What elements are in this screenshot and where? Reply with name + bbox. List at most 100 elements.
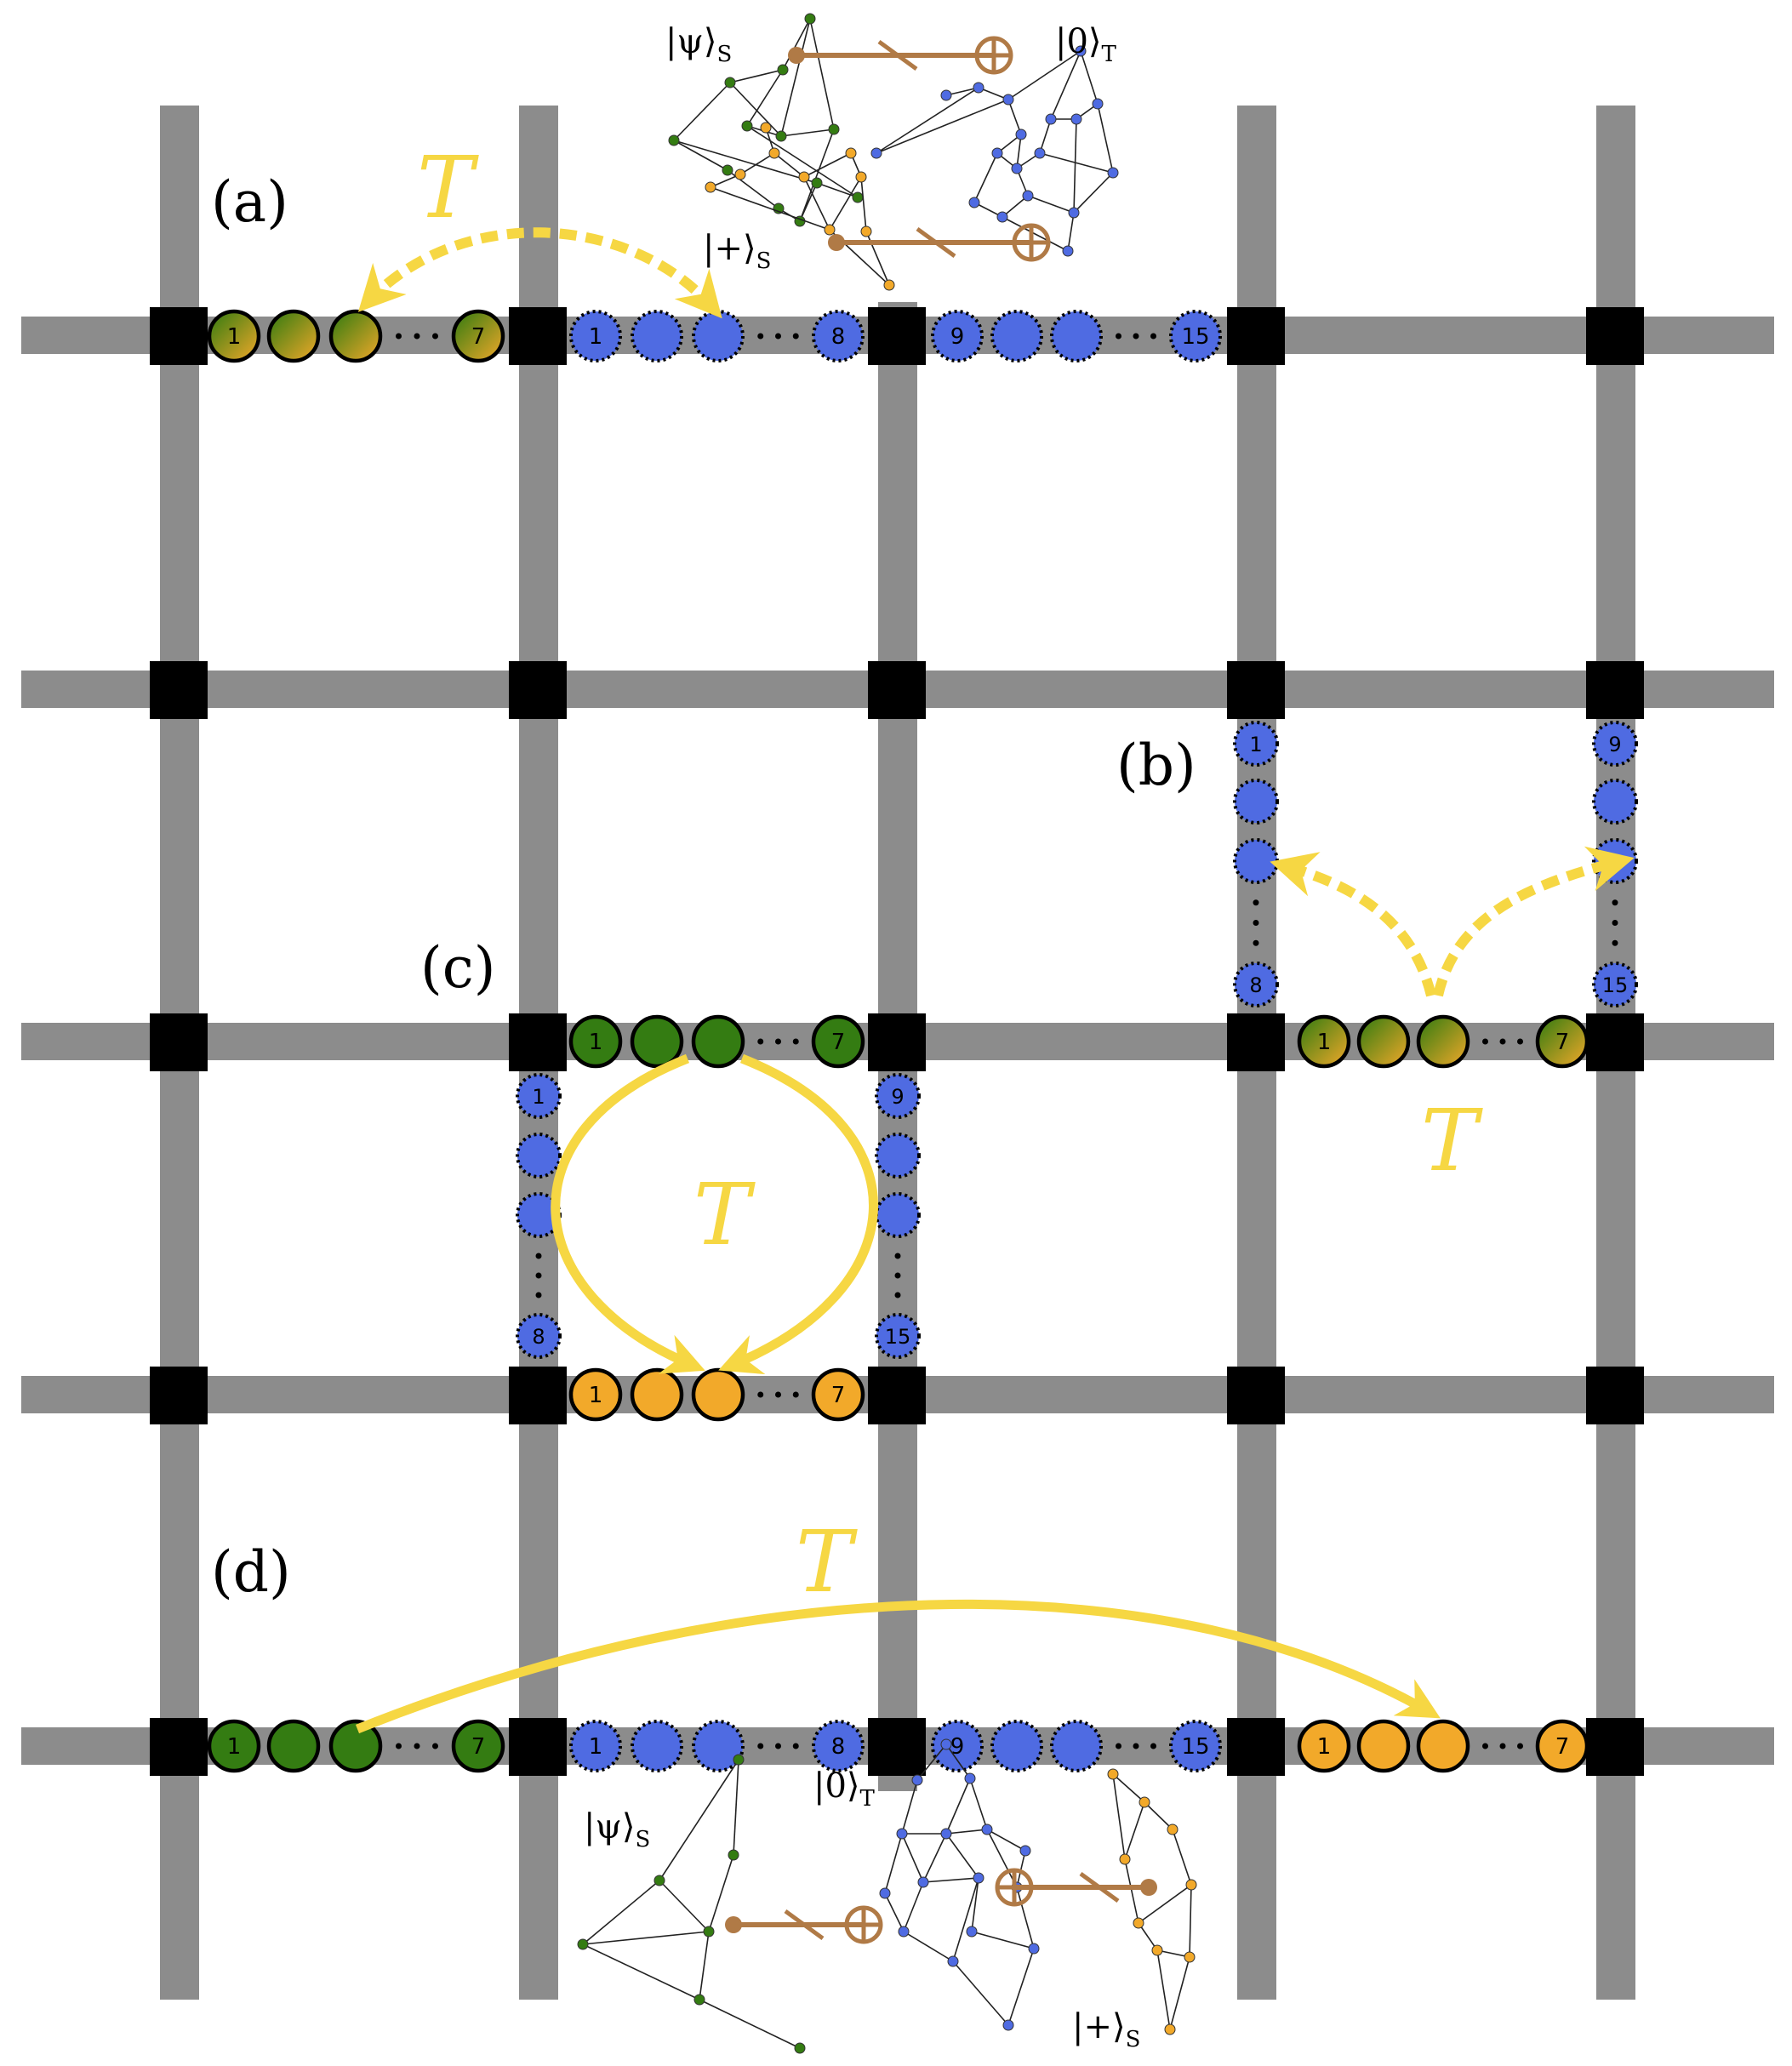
ellipsis-dots [1253, 899, 1259, 946]
c-orange-qubit-2 [691, 1367, 745, 1422]
d-green-qubit-3-number: 7 [471, 1734, 486, 1760]
ellipsis-dots [1482, 1038, 1523, 1045]
label-a: (a) [211, 169, 288, 235]
a-blue-qubit-left-3: 8 [812, 310, 865, 362]
top-cnot-gate-upper [788, 36, 1013, 75]
d-green-qubit-0-number: 1 [227, 1734, 242, 1760]
c-blue-qubit-left-1 [516, 1133, 562, 1179]
d-orange-qubit-0: 1 [1297, 1719, 1351, 1773]
b-blue-qubit-left-3: 8 [1233, 962, 1279, 1007]
ellipsis-dots [396, 1743, 438, 1749]
d-blue-qubit-right-0-number: 9 [950, 1734, 965, 1760]
b-blue-qubit-right-2 [1592, 838, 1638, 884]
a-gradient-qubit-2 [328, 309, 383, 363]
ellipsis-dots [1482, 1743, 1523, 1749]
a-blue-qubit-right-3: 15 [1169, 310, 1222, 362]
d-blue-qubit-left-3-number: 8 [831, 1734, 846, 1760]
b-blue-qubit-left-0-number: 1 [1249, 733, 1262, 756]
ellipsis-dots [894, 1253, 901, 1298]
d-blue-qubit-right-0: 9 [931, 1720, 984, 1772]
teleport-label-c: T [693, 1165, 756, 1264]
b-gradient-qubit-2 [1416, 1014, 1470, 1069]
d-blue-qubit-left-0: 1 [569, 1720, 622, 1772]
a-blue-qubit-right-3-number: 15 [1181, 324, 1209, 350]
bottom-blue-graph [879, 1738, 1040, 2031]
c-orange-qubit-3-number: 7 [831, 1383, 846, 1408]
ellipsis-dots [1116, 333, 1156, 340]
a-gradient-qubit-1 [266, 309, 321, 363]
c-orange-qubit-0: 1 [568, 1367, 623, 1422]
b-blue-qubit-right-3-number: 15 [1602, 973, 1629, 997]
b-gradient-qubit-3: 7 [1535, 1014, 1589, 1069]
b-blue-qubit-left-0: 1 [1233, 721, 1279, 767]
c-green-qubit-2 [691, 1014, 745, 1069]
d-blue-qubit-right-1 [990, 1720, 1043, 1772]
a-blue-qubit-right-0: 9 [931, 310, 984, 362]
ellipsis-dots [757, 333, 799, 340]
bottom-cnot-gate-right [995, 1868, 1157, 1907]
d-blue-qubit-right-3: 15 [1169, 1720, 1222, 1772]
c-blue-qubit-left-0-number: 1 [532, 1085, 545, 1109]
ellipsis-dots [396, 333, 438, 340]
c-blue-qubit-right-2 [875, 1192, 921, 1238]
d-blue-qubit-right-3-number: 15 [1181, 1734, 1209, 1760]
top-blue-graph [870, 45, 1119, 257]
c-blue-qubit-right-3-number: 15 [885, 1325, 911, 1349]
d-green-qubit-1 [266, 1719, 321, 1773]
d-green-qubit-0: 1 [207, 1719, 261, 1773]
label-c: (c) [420, 935, 495, 1001]
ellipsis-dots [757, 1391, 799, 1398]
a-blue-qubit-left-0-number: 1 [589, 324, 603, 350]
d-green-qubit-3: 7 [451, 1719, 505, 1773]
b-blue-qubit-left-2 [1233, 838, 1279, 884]
c-blue-qubit-left-3: 8 [516, 1313, 562, 1359]
ket-plus-bottom: |+⟩S [1072, 2007, 1140, 2052]
c-green-qubit-3-number: 7 [831, 1030, 846, 1055]
ket-zero-bottom: |0⟩T [813, 1766, 876, 1812]
label-d: (d) [211, 1539, 291, 1605]
top-cnot-gate-lower [828, 223, 1051, 262]
c-orange-qubit-1 [630, 1367, 684, 1422]
ellipsis-dots [757, 1743, 799, 1749]
d-orange-qubit-3: 7 [1535, 1719, 1589, 1773]
d-orange-qubit-2 [1416, 1719, 1470, 1773]
bottom-green-graph [577, 1754, 806, 2054]
teleport-arrow-c-left [551, 1053, 705, 1374]
a-gradient-qubit-3: 7 [451, 309, 505, 363]
a-blue-qubit-left-3-number: 8 [831, 324, 846, 350]
a-blue-qubit-left-2 [692, 310, 745, 362]
graph-state-insets [577, 13, 1197, 2054]
teleport-label-d: T [796, 1512, 858, 1612]
teleport-label-a: T [417, 138, 479, 237]
a-gradient-qubit-3-number: 7 [471, 324, 486, 350]
d-orange-qubit-3-number: 7 [1555, 1734, 1570, 1760]
d-blue-qubit-left-1 [631, 1720, 683, 1772]
ellipsis-dots [757, 1038, 799, 1045]
c-blue-qubit-right-0-number: 9 [891, 1085, 904, 1109]
d-blue-qubit-right-2 [1050, 1720, 1103, 1772]
d-blue-qubit-left-2 [692, 1720, 745, 1772]
c-blue-qubit-left-3-number: 8 [532, 1325, 545, 1349]
c-orange-qubit-0-number: 1 [589, 1383, 603, 1408]
b-gradient-qubit-1 [1356, 1014, 1411, 1069]
b-blue-qubit-left-3-number: 8 [1249, 973, 1262, 997]
c-blue-qubit-right-3: 15 [875, 1313, 921, 1359]
ellipsis-dots [535, 1253, 542, 1298]
junction-nodes [150, 307, 1644, 1776]
b-gradient-qubit-3-number: 7 [1555, 1030, 1570, 1055]
b-blue-qubit-right-0: 9 [1592, 721, 1638, 767]
bottom-cnot-gate-left [725, 1905, 883, 1944]
c-green-qubit-0-number: 1 [589, 1030, 603, 1055]
teleport-arrow-a [357, 227, 722, 319]
c-green-qubit-1 [630, 1014, 684, 1069]
ket-psi-bottom: |ψ⟩S [584, 1807, 650, 1852]
teleport-arrow-c-right [718, 1053, 878, 1375]
a-blue-qubit-right-2 [1050, 310, 1103, 362]
ket-psi-top: |ψ⟩S [665, 22, 732, 67]
b-blue-qubit-right-0-number: 9 [1608, 733, 1621, 756]
top-green-graph [668, 13, 864, 227]
teleport-arrow-b-right [1433, 846, 1635, 997]
d-orange-qubit-0-number: 1 [1317, 1734, 1332, 1760]
